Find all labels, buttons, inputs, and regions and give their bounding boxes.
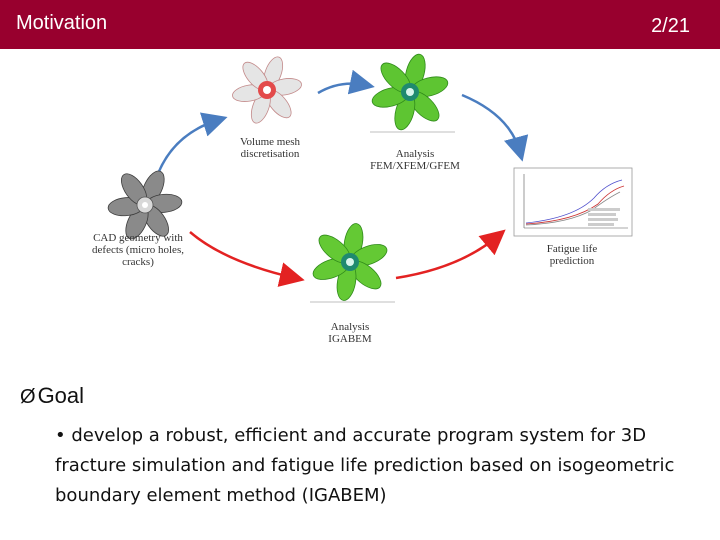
goal-label: Goal xyxy=(37,383,85,408)
slide-title: Motivation xyxy=(16,12,108,34)
fem-propeller-image xyxy=(370,53,455,133)
page-number: 2/21 xyxy=(651,15,690,37)
caption-line: Fatigue life xyxy=(546,243,598,255)
caption-line: prediction xyxy=(549,255,595,267)
caption-line: Analysis xyxy=(330,321,370,333)
caption-line: defects (micro holes, xyxy=(92,244,184,256)
caption-line: CAD geometry with xyxy=(93,232,183,244)
caption-line: Volume mesh xyxy=(240,136,300,148)
caption-line: Analysis xyxy=(395,148,435,160)
caption-cad-geometry: CAD geometry with defects (micro holes, … xyxy=(84,232,192,268)
arrow-analysis-to-fatigue xyxy=(461,93,529,162)
caption-analysis-igabem: Analysis IGABEM xyxy=(310,321,390,345)
arrow-igabem-to-fatigue xyxy=(395,229,506,280)
goal-bullet-text: • develop a robust, efficient and accura… xyxy=(55,425,675,506)
cad-propeller-image xyxy=(107,170,183,240)
caption-analysis-fem: Analysis FEM/XFEM/GFEM xyxy=(360,148,470,172)
caption-line: discretisation xyxy=(240,148,300,160)
caption-line: IGABEM xyxy=(328,333,372,345)
igabem-propeller-image xyxy=(310,223,395,303)
caption-fatigue: Fatigue life prediction xyxy=(530,243,614,267)
arrow-mesh-to-analysis xyxy=(317,69,375,95)
arrow-cad-to-igabem xyxy=(189,231,305,287)
mesh-propeller-image xyxy=(229,56,305,124)
arrow-bullet-icon: Ø xyxy=(20,386,36,408)
goal-heading: ØGoal xyxy=(20,383,84,409)
fatigue-chart-image xyxy=(513,167,633,237)
workflow-figure xyxy=(107,53,633,303)
caption-line: cracks) xyxy=(122,256,154,268)
arrow-cad-to-mesh xyxy=(153,112,228,183)
caption-line: FEM/XFEM/GFEM xyxy=(370,160,460,172)
caption-volume-mesh: Volume mesh discretisation xyxy=(222,136,318,160)
header-bar: Motivation 2/21 xyxy=(0,0,720,49)
